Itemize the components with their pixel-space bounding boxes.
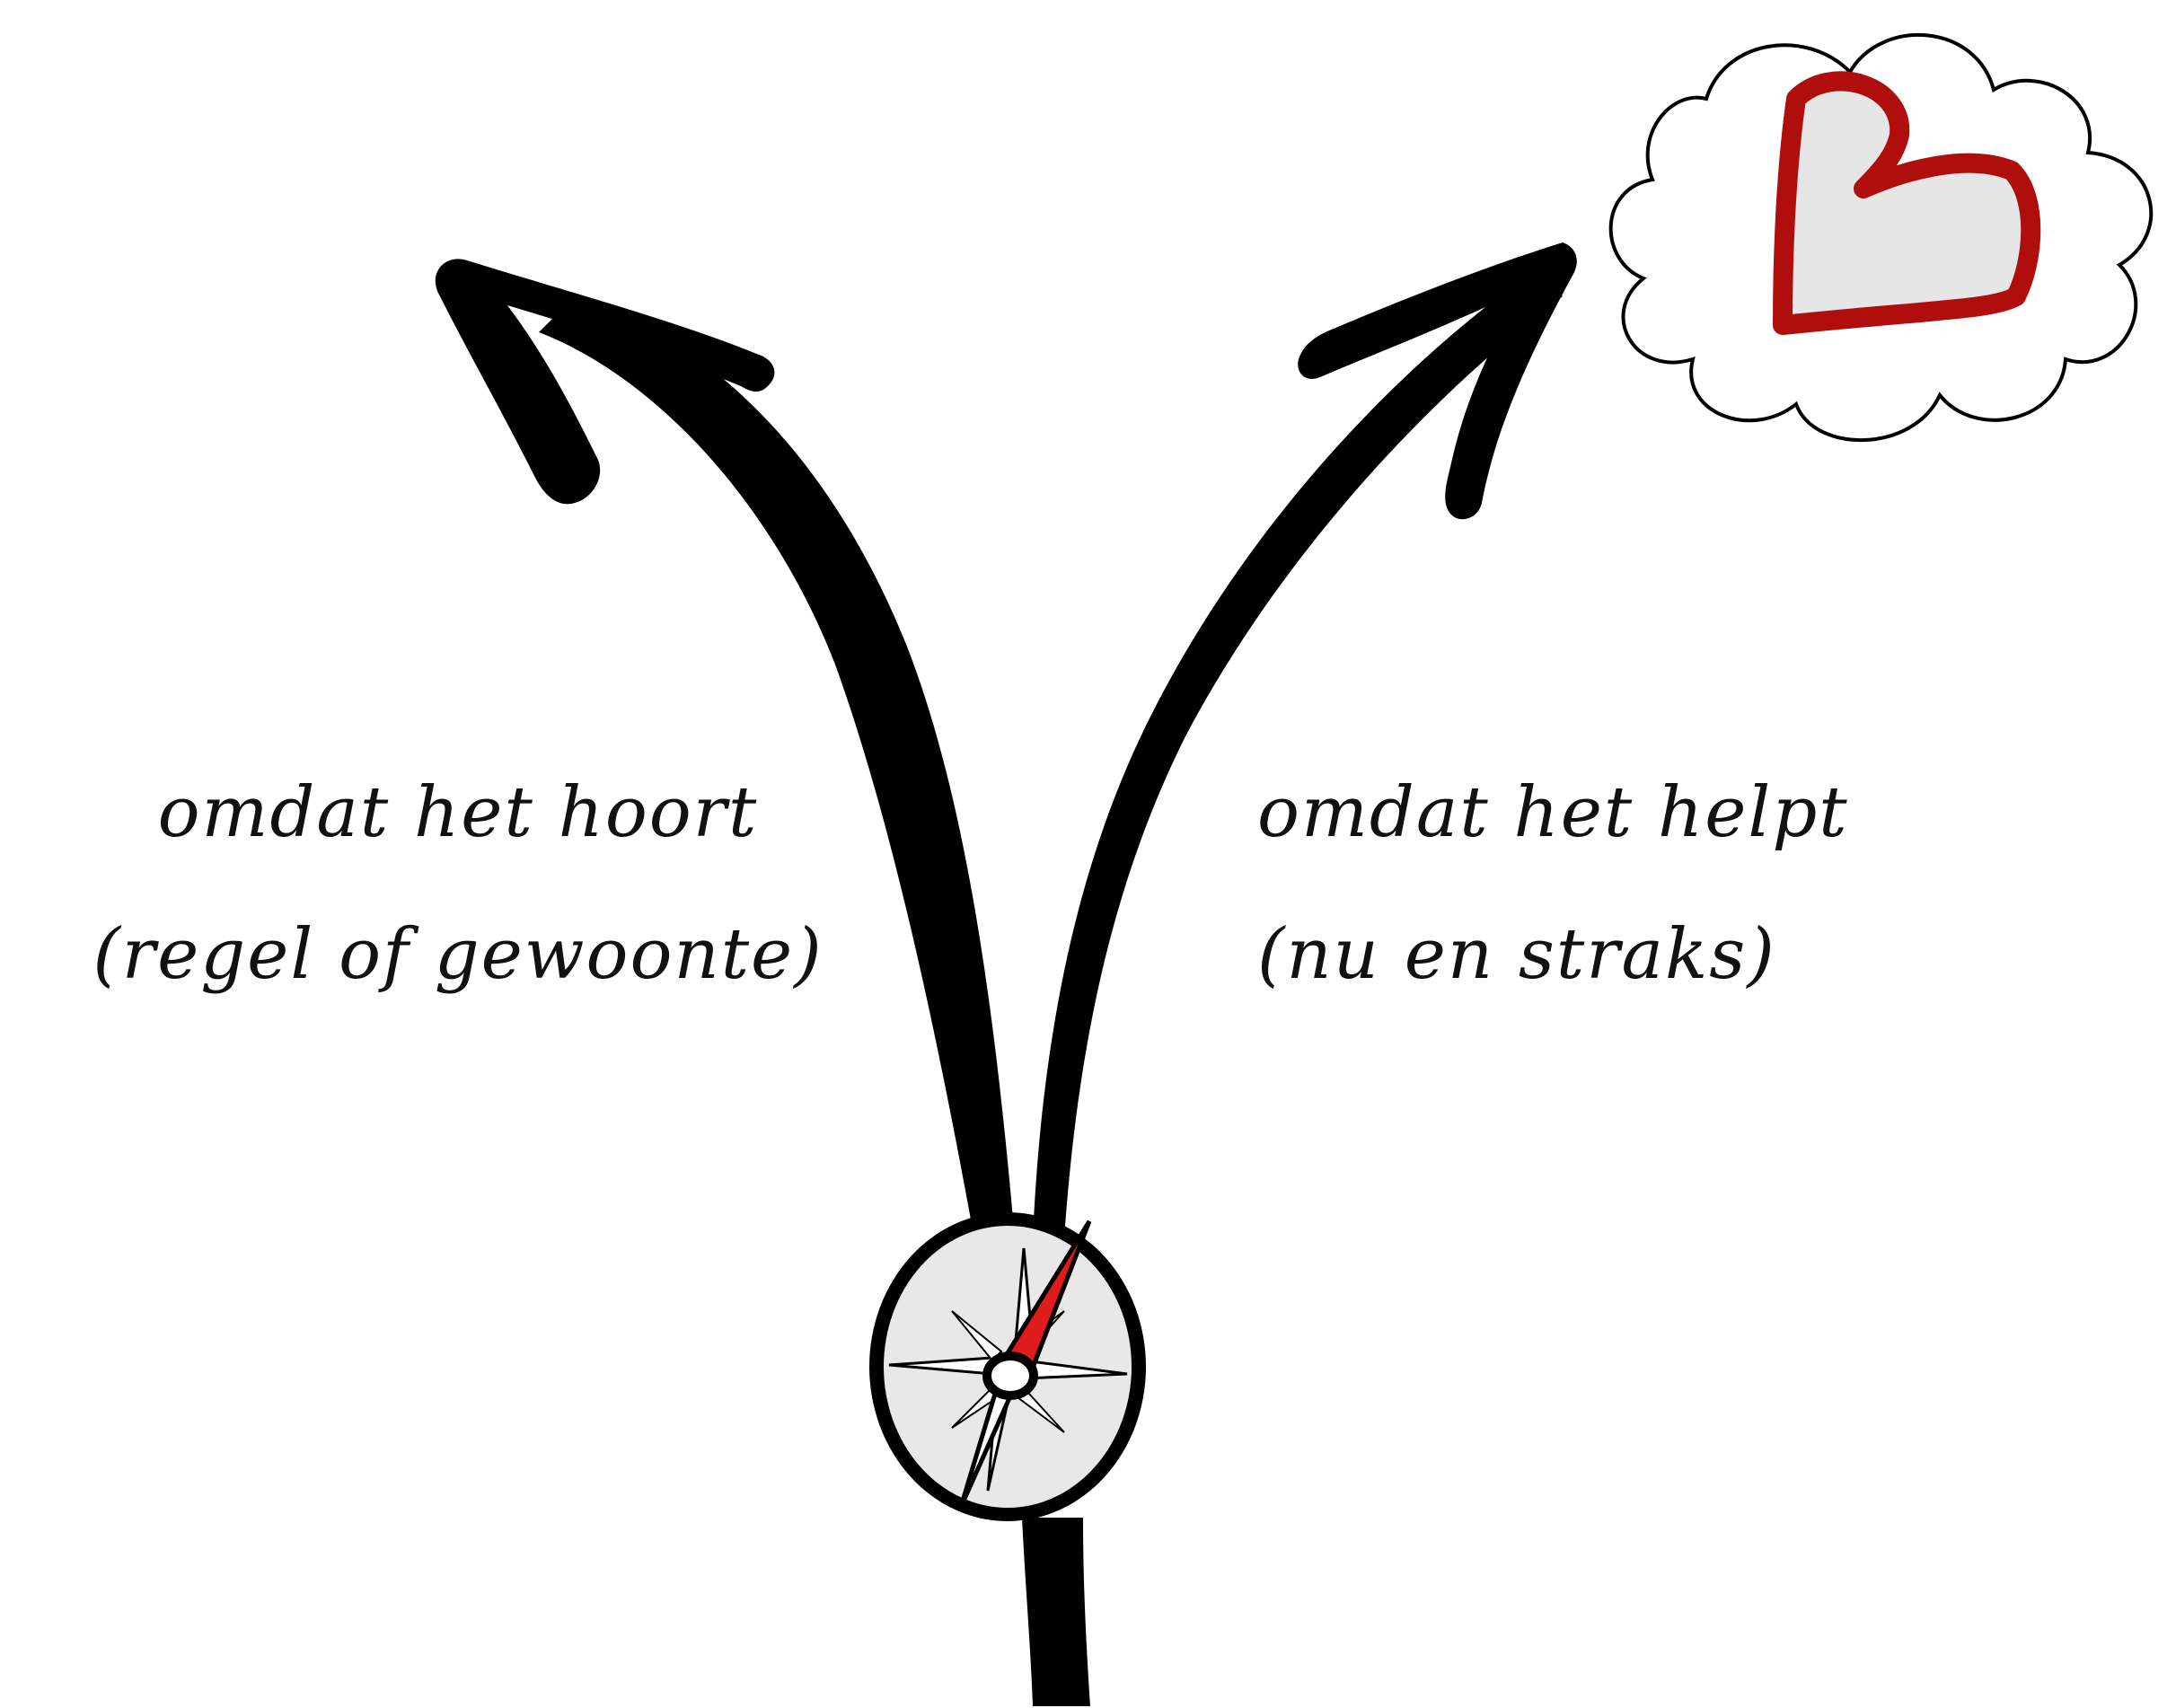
- stem-line: [1022, 1518, 1090, 1706]
- left-branch-label: omdat het hoort (regel of gewoonte): [27, 742, 889, 1026]
- left-branch-line1: omdat het hoort: [27, 742, 889, 884]
- right-branch-label: omdat het helpt (nu en straks): [1257, 742, 1994, 1026]
- right-branch-line2: (nu en straks): [1257, 884, 1994, 1026]
- compass-icon: [869, 1212, 1146, 1521]
- right-branch-line1: omdat het helpt: [1257, 742, 1994, 884]
- left-branch-line2: (regel of gewoonte): [27, 884, 889, 1026]
